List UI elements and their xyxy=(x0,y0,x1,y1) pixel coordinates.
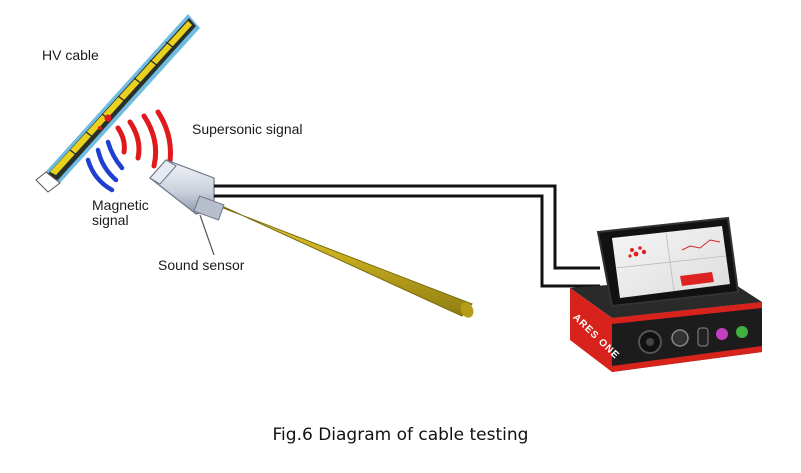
sound-sensor-label: Sound sensor xyxy=(158,257,245,273)
hv-cable xyxy=(35,14,200,193)
magnetic-signal-label-line1: Magnetic xyxy=(92,197,149,213)
magnetic-signal-label-line2: signal xyxy=(92,212,129,228)
signal-wires xyxy=(214,184,600,288)
magnetic-wave-icon xyxy=(85,139,125,193)
supersonic-signal-label: Supersonic signal xyxy=(192,121,303,137)
sound-sensor xyxy=(149,159,225,221)
figure-caption: Fig.6 Diagram of cable testing xyxy=(272,425,529,445)
ares-one-device xyxy=(570,216,762,372)
hv-cable-label: HV cable xyxy=(42,47,99,63)
sound-sensor-leader xyxy=(199,214,215,256)
